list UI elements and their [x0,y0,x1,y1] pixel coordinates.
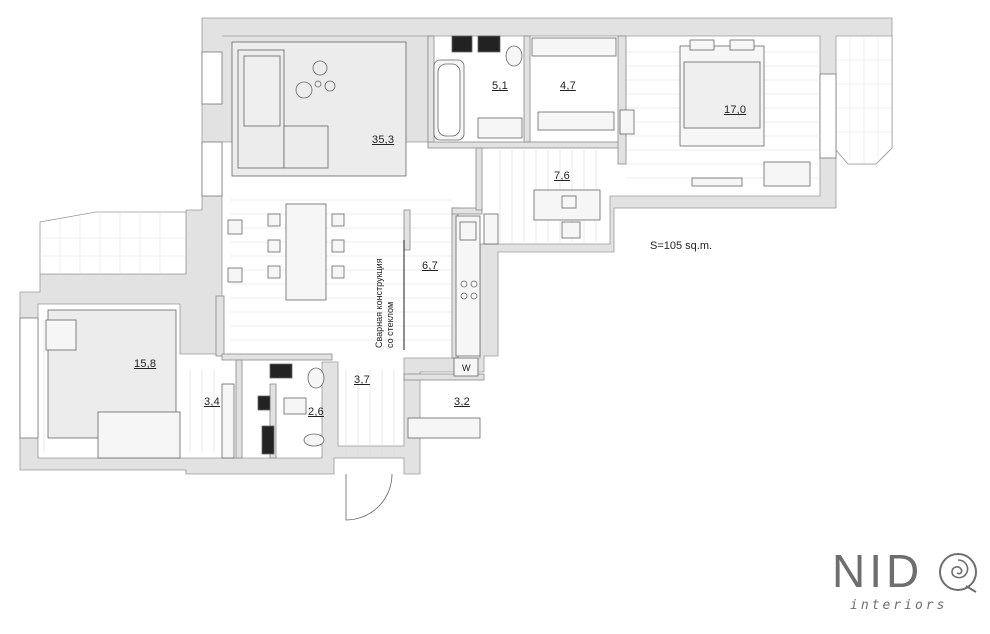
master-bed [679,39,811,187]
room-area-entry: 3,7 [354,374,370,386]
room-area-wardrobe-main: 4,7 [560,80,576,92]
closets [221,37,635,459]
room-area-hall-north: 7,6 [554,170,570,182]
room-area-second-bedroom: 15,8 [134,358,157,370]
room-area-main-bath: 5,1 [492,80,508,92]
room-area-storage: 3,2 [454,396,470,408]
brand-name: NID [832,545,924,597]
room-area-guest-bath: 2,6 [308,406,324,418]
second-bedroom-furniture [45,309,181,459]
brand-subtitle: interiors [850,598,948,613]
dining-table [227,203,345,301]
total-area: S=105 sq.m. [650,240,713,252]
living-room-furniture [231,41,407,177]
washer-mark: W [462,363,471,373]
entry-door [345,473,393,521]
room-area-kitchen: 6,7 [422,260,438,272]
glass-wall-note: Сварная конструкция со стеклом [374,258,395,348]
spiral-o-icon [939,553,977,593]
guest-bath-fixtures [257,357,479,455]
room-area-wardrobe-second: 3,4 [204,396,220,408]
brand-logo: NID interiors [832,546,982,626]
balcony-tiles [40,36,892,274]
room-area-master-bedroom: 17,0 [724,104,747,116]
main-bath-fixtures [433,35,523,141]
room-area-living: 35,3 [372,134,395,146]
kitchen-counter [455,213,499,357]
windows [19,51,837,439]
hall-desk [533,189,601,239]
